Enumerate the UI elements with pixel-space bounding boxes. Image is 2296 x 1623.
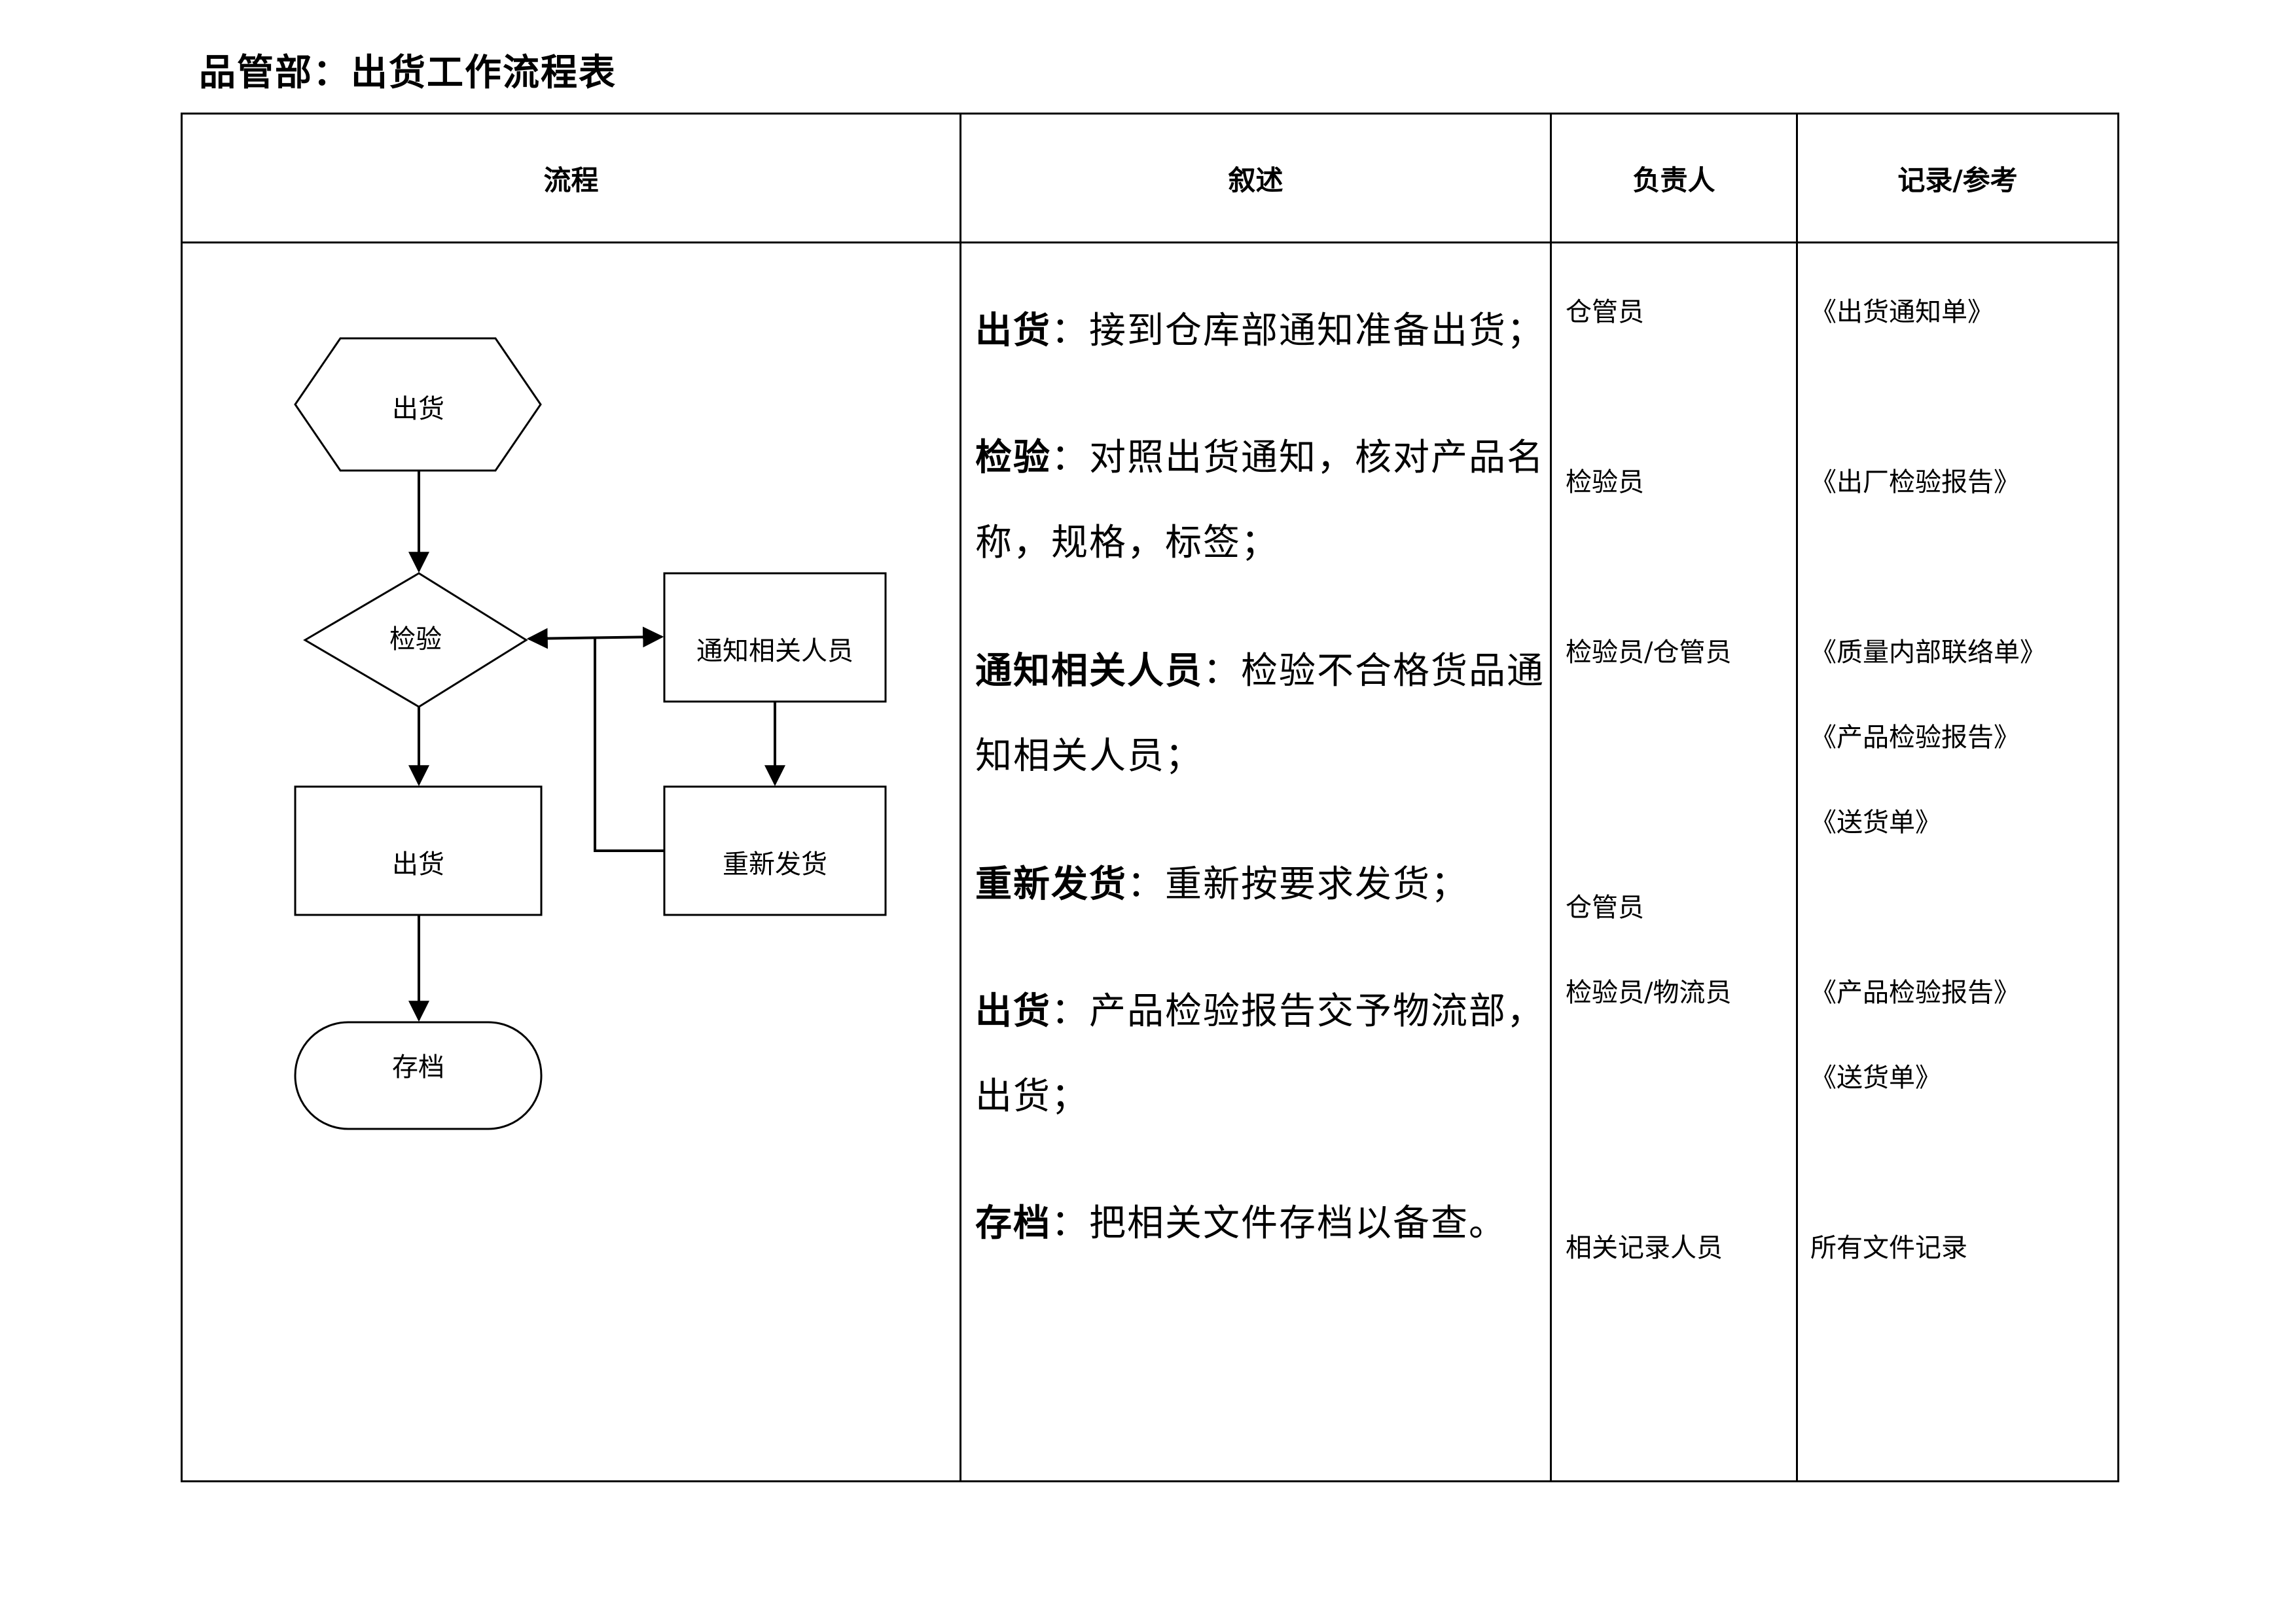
description-colon: ： [1051, 990, 1089, 1033]
record-8: 所有文件记录 [1810, 1233, 1967, 1263]
description-term: 存档 [975, 1202, 1051, 1245]
description-term: 出货 [975, 990, 1051, 1033]
header-description: 叙述 [1228, 164, 1283, 196]
description-colon: ： [1051, 437, 1089, 479]
record-3: 《质量内部联络单》 [1810, 637, 2046, 668]
record-7: 《送货单》 [1810, 1063, 1941, 1093]
description-term: 通知相关人员 [975, 649, 1203, 692]
table-left-border [181, 113, 183, 1482]
description-colon: ： [1051, 310, 1089, 352]
description-term: 重新发货 [975, 863, 1127, 906]
page-title: 品管部：出货工作流程表 [199, 51, 617, 94]
table-right-border [2117, 113, 2119, 1482]
column-divider-2 [1550, 113, 1552, 1482]
description-text: 接到仓库部通知准备出货； [1089, 310, 1545, 352]
header-records: 记录/参考 [1897, 164, 2018, 196]
description-colon: ： [1203, 650, 1241, 692]
table-bottom-border [181, 1480, 2119, 1482]
owner-5: 检验员/物流员 [1566, 978, 1732, 1008]
table-top-border [181, 113, 2119, 115]
description-5: 出货：产品检验报告交予物流部，出货； [975, 969, 1545, 1139]
description-6: 存档：把相关文件存档以备查。 [975, 1181, 1545, 1266]
record-6: 《产品检验报告》 [1810, 978, 2020, 1008]
record-4: 《产品检验报告》 [1810, 722, 2020, 753]
description-colon: ： [1127, 863, 1165, 906]
description-text: 重新按要求发货； [1165, 863, 1469, 906]
owner-6: 相关记录人员 [1566, 1233, 1723, 1263]
column-divider-3 [1796, 113, 1798, 1482]
ship-label: 出货 [392, 849, 444, 880]
owner-3: 检验员/仓管员 [1566, 637, 1732, 668]
owner-1: 仓管员 [1566, 297, 1644, 327]
description-text: 检验不合格货品通知相关人员； [975, 650, 1545, 777]
owner-2: 检验员 [1566, 467, 1644, 497]
description-3: 通知相关人员：检验不合格货品通知相关人员； [975, 628, 1545, 799]
description-2: 检验：对照出货通知，核对产品名称，规格，标签； [975, 415, 1545, 586]
record-5: 《送货单》 [1810, 808, 1941, 838]
start-label: 出货 [392, 394, 444, 424]
archive-label: 存档 [392, 1052, 444, 1082]
inspect-label: 检验 [389, 624, 442, 654]
description-term: 检验 [975, 436, 1051, 479]
column-divider-1 [960, 113, 961, 1482]
header-divider [181, 241, 2119, 243]
description-text: 把相关文件存档以备查。 [1089, 1202, 1507, 1245]
owner-4: 仓管员 [1566, 893, 1644, 923]
record-2: 《出厂检验报告》 [1810, 467, 2020, 497]
description-4: 重新发货：重新按要求发货； [975, 842, 1545, 927]
line-reship-loop [594, 638, 664, 852]
description-term: 出货 [975, 309, 1051, 352]
description-colon: ： [1051, 1202, 1089, 1245]
notify-label: 通知相关人员 [696, 636, 853, 666]
description-1: 出货：接到仓库部通知准备出货； [975, 288, 1545, 374]
header-owner: 负责人 [1632, 164, 1715, 196]
description-text: 对照出货通知，核对产品名称，规格，标签； [975, 437, 1545, 564]
description-text: 产品检验报告交予物流部，出货； [975, 990, 1545, 1118]
reship-label: 重新发货 [723, 849, 827, 880]
header-process: 流程 [543, 164, 599, 196]
arrow-inspect-notify [526, 626, 664, 649]
record-1: 《出货通知单》 [1810, 297, 1994, 327]
